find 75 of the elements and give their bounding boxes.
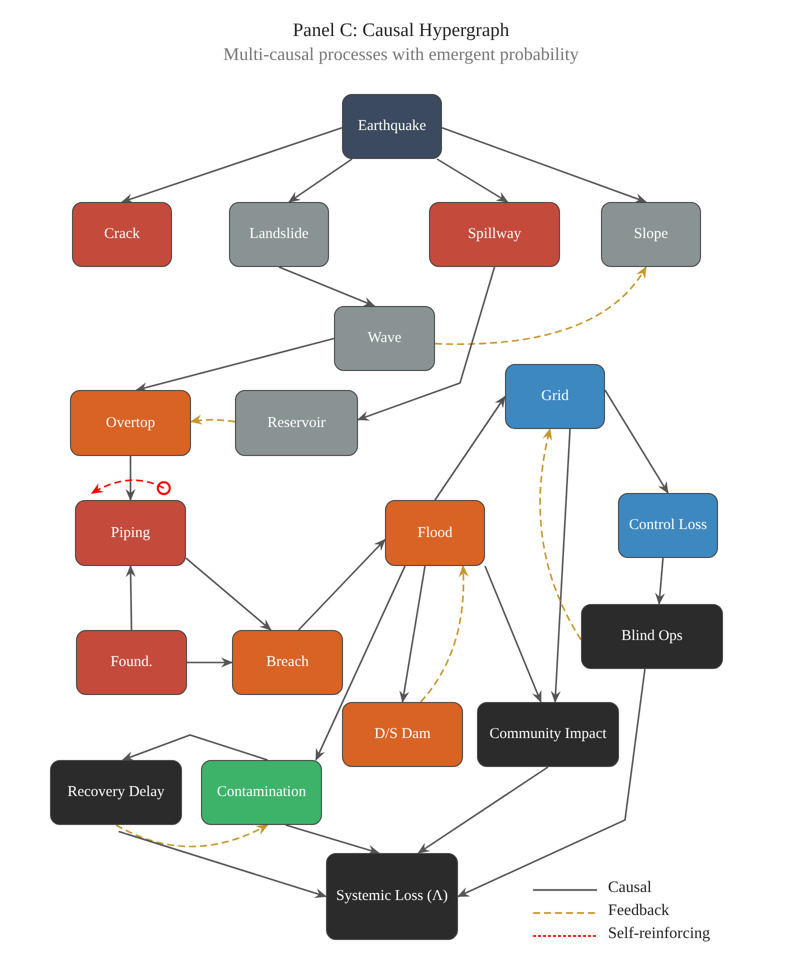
process-box [201,760,322,825]
arrow [285,824,380,855]
diagram-title: Panel C: Causal Hypergraph [292,20,510,42]
process-box [229,202,329,267]
node-label: Community Impact [489,725,607,744]
process-box [235,390,358,456]
arrow [187,658,233,668]
arrow [434,396,506,500]
arrow [288,158,352,203]
arrow [442,127,647,203]
process-box [618,493,718,558]
arrow [298,538,386,631]
node-label: Recovery Delay [67,783,165,802]
node-label: Breach [266,653,309,672]
node-label: Contamination [216,783,306,802]
node-label: Found. [110,653,153,672]
process-box [232,630,343,695]
arrow [126,456,136,501]
node-label: Flood [417,524,452,542]
process-box [429,202,560,267]
process-box [70,390,191,456]
node-label: Spillway [468,225,522,244]
node-label: Blind Ops [621,627,683,646]
node-label: Overtop [106,414,156,432]
process-box [342,702,463,767]
dashed-arrow [190,414,236,425]
arrow [136,338,334,392]
node-label: Piping [110,524,150,542]
arrow [418,766,548,854]
process-box [505,364,605,429]
legend-label: Causal [608,879,652,897]
node-label: D/S Dam [374,725,431,744]
arrow [484,566,542,703]
process-box [326,853,458,940]
legend-label: Self-reinforcing [608,925,710,943]
node-label: Landslide [249,225,309,244]
process-box [581,604,723,669]
arrow [550,428,571,703]
node-label: Slope [634,225,668,244]
process-box [601,202,701,267]
node-label: Systemic Loss (Λ) [336,887,448,906]
arrow [357,266,496,421]
arrow [121,127,342,204]
process-box [334,306,435,371]
process-box [342,94,442,159]
dashed-arrow [434,266,647,345]
node-label: Grid [541,387,569,406]
arrow [436,158,508,203]
dashed-arrow [116,824,268,848]
arrow [315,566,406,761]
process-box [477,702,619,767]
arrow [118,830,327,898]
arrow [122,734,268,761]
node-label: Control Loss [629,516,707,535]
process-box [50,760,182,825]
dashed-arrow [539,428,582,640]
process-box [385,500,485,566]
process-box [72,202,172,267]
arrow [185,557,272,631]
node-label: Wave [368,329,402,348]
diagram-subtitle: Multi-causal processes with emergent probability [223,44,579,65]
arrow [278,266,376,307]
process-box [75,500,186,566]
arrow [655,558,665,605]
node-label: Earthquake [358,117,426,136]
arrow [399,566,426,703]
process-box [76,630,187,695]
node-label: Crack [104,225,140,244]
dashed-arrow [420,565,468,703]
node-label: Reservoir [267,414,326,432]
arrow [604,390,669,494]
legend-label: Feedback [608,902,670,920]
arrow [457,668,646,898]
dashed-arrow [90,479,171,496]
arrow [126,565,136,630]
